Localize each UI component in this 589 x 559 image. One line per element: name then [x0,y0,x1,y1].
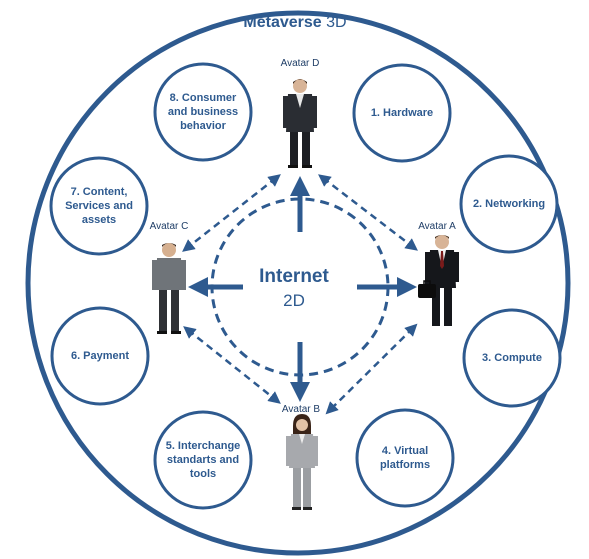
node-consumer-line-2: and business [167,106,239,118]
avatar-b-label: Avatar B [281,404,321,415]
link-d-a [318,174,418,251]
diagram-title: Metaverse 3D [200,14,390,32]
avatar-d-label: Avatar D [280,58,320,69]
node-circle-payment [50,306,150,406]
node-hardware-line-1: 1. Hardware [370,107,434,119]
title-suffix: 3D [326,14,347,31]
node-interchange: 5. Interchange standarts and tools [155,439,251,481]
node-content-line-2: Services and [65,200,133,212]
link-a-b [325,323,418,415]
node-compute-line-1: 3. Compute [482,352,542,364]
node-networking: 2. Networking [461,197,557,211]
node-interchange-line-2: standarts and [166,454,240,466]
link-d-c [182,174,281,252]
node-networking-line-1: 2. Networking [472,198,546,210]
node-consumer-line-1: 8. Consumer [169,92,237,104]
node-virtual-platforms-line-1: 4. Virtual [381,445,429,457]
node-payment: 6. Payment [52,349,148,363]
metaverse-outer-ring [25,10,571,556]
center-title: Internet [259,266,329,287]
node-interchange-line-3: tools [189,468,217,480]
node-interchange-line-1: 5. Interchange [165,440,241,452]
node-circle-content [49,156,149,256]
node-compute: 3. Compute [464,351,560,365]
node-circles [49,62,562,510]
node-circle-interchange [153,410,253,510]
center-subtitle: 2D [283,291,305,310]
node-content-line-3: assets [81,214,117,226]
avatar-d-figure [283,79,317,168]
avatar-c-figure [152,243,186,334]
node-content: 7. Content, Services and assets [51,185,147,227]
avatar-a-figure [418,235,459,326]
node-circle-consumer [153,62,253,162]
avatar-b-figure [286,414,318,510]
node-circle-compute [462,308,562,408]
avatar-links [182,174,418,415]
node-virtual-platforms: 4. Virtual platforms [357,444,453,472]
link-c-b [183,326,281,404]
node-hardware: 1. Hardware [354,106,450,120]
node-consumer-line-3: behavior [180,120,226,132]
title-main: Metaverse [243,14,322,31]
node-circle-virtual-platforms [355,408,455,508]
avatar-c-label: Avatar C [149,221,189,232]
node-consumer: 8. Consumer and business behavior [155,91,251,133]
center-arrows [188,176,417,402]
node-content-line-1: 7. Content, [70,186,128,198]
node-circle-hardware [352,63,452,163]
avatar-a-label: Avatar A [418,221,456,232]
node-payment-line-1: 6. Payment [70,350,130,362]
node-virtual-platforms-line-2: platforms [379,459,431,471]
node-circle-networking [459,154,559,254]
